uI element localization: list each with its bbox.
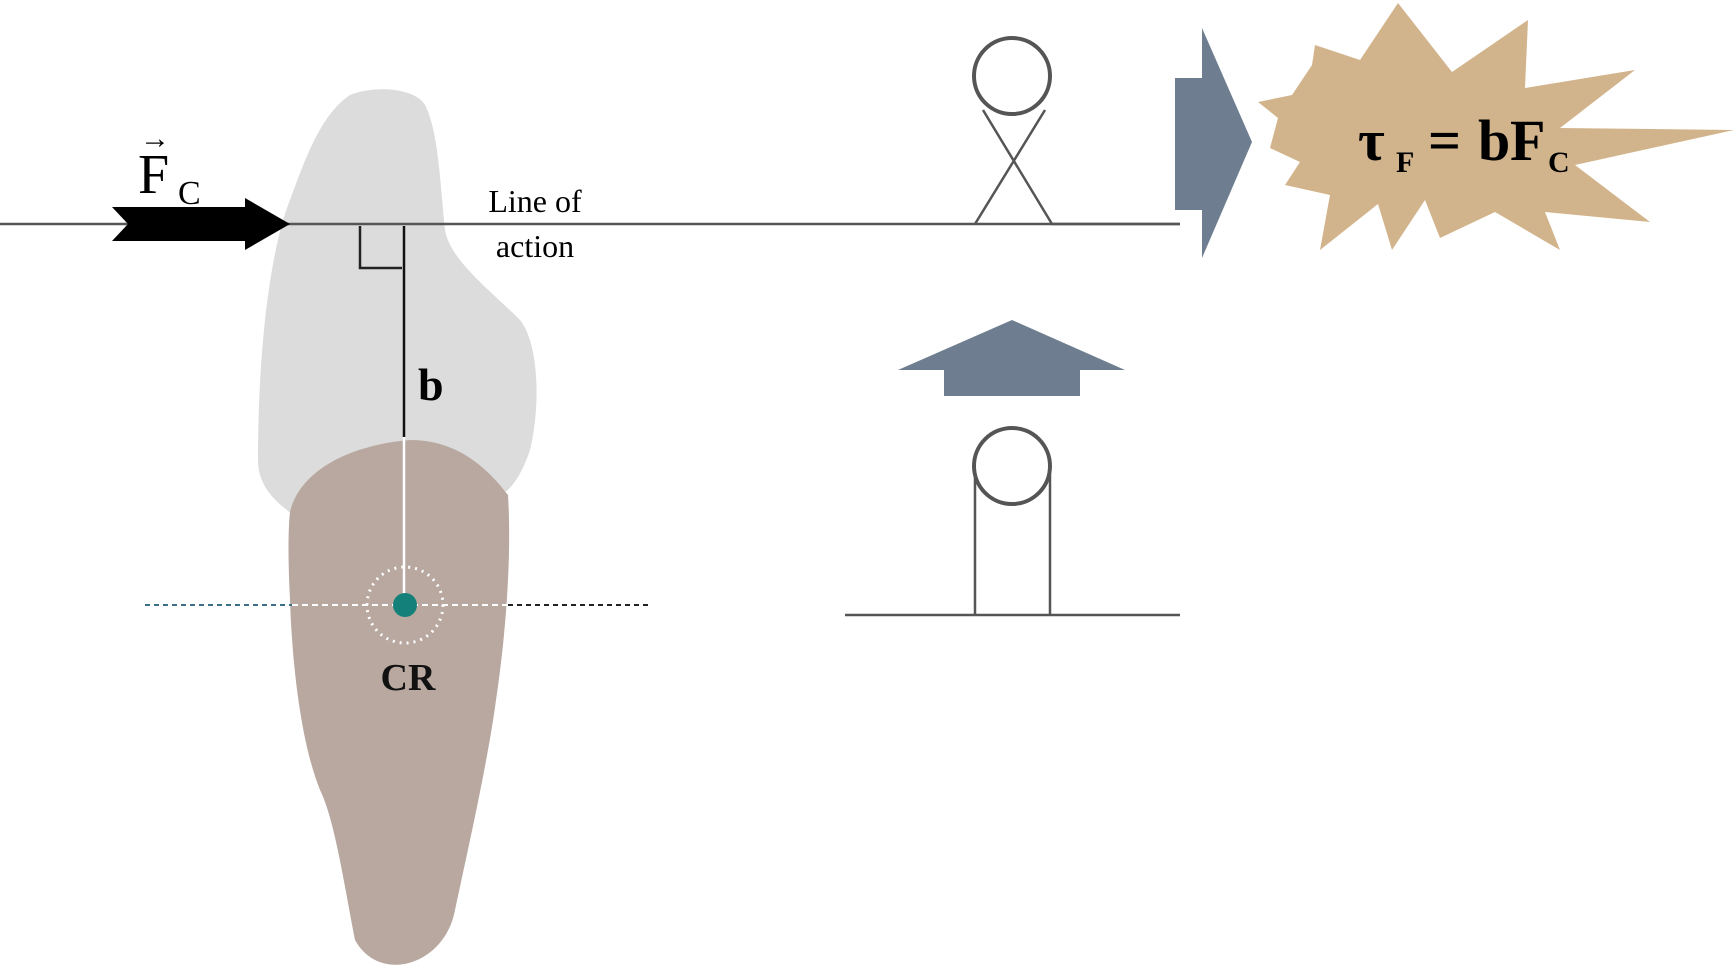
force-vector-arrow-glyph: → <box>140 122 170 155</box>
untwisted-loop-ring <box>972 426 1052 506</box>
formula-starburst <box>1258 3 1734 250</box>
tooth-root <box>288 440 510 965</box>
up-arrow <box>898 320 1125 396</box>
force-arrow <box>112 198 290 250</box>
formula-b: b <box>1478 108 1510 173</box>
force-label: F <box>138 144 169 206</box>
moment-arm-label: b <box>418 359 444 410</box>
cr-label: CR <box>381 657 436 699</box>
right-angle-marker <box>358 226 402 270</box>
line-of-action-label-line2: action <box>496 228 574 264</box>
formula-equals: = <box>1428 108 1461 173</box>
cr-dot <box>393 593 417 617</box>
formula-tau-subscript: F <box>1396 146 1414 179</box>
twisted-loop-ring <box>972 36 1052 116</box>
formula-f-subscript: C <box>1548 146 1570 179</box>
force-label-subscript: C <box>178 175 201 212</box>
formula-f: F <box>1510 108 1545 173</box>
formula-tau: τ <box>1358 108 1385 173</box>
cr-dotted-ring <box>365 565 445 645</box>
tooth-crown <box>258 89 537 520</box>
twisted-loop-legs <box>973 109 1180 226</box>
right-arrow <box>1175 28 1252 258</box>
line-of-action-label-line1: Line of <box>488 183 582 219</box>
